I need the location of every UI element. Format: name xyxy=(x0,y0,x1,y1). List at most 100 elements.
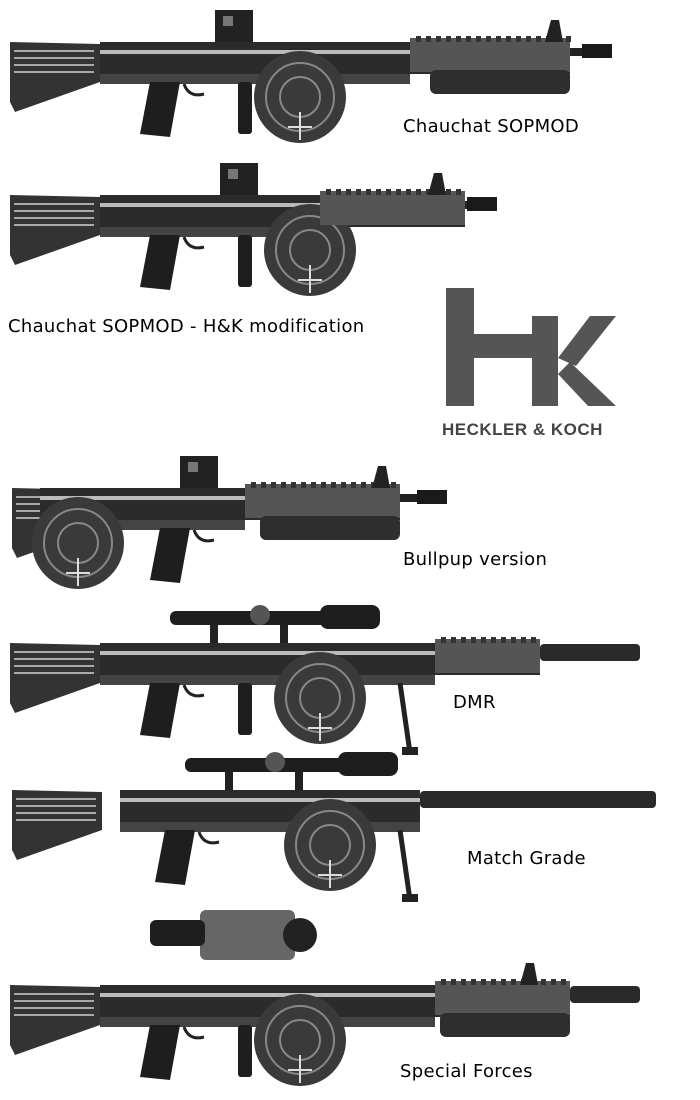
pistol-grip xyxy=(155,830,195,885)
stock-rib xyxy=(14,1000,94,1002)
receiver-highlight xyxy=(120,798,420,802)
drum-magazine xyxy=(284,799,376,891)
rifle-bullpup xyxy=(12,456,447,589)
trigger-guard xyxy=(192,529,215,543)
nv-objective xyxy=(283,918,317,952)
grenade-launcher xyxy=(430,70,570,94)
rail-tooth xyxy=(501,637,506,643)
holographic-sight xyxy=(215,10,253,42)
scope-objective xyxy=(338,752,398,776)
rail-tooth xyxy=(376,189,381,195)
stock-rib xyxy=(14,71,94,73)
rail-tooth xyxy=(536,36,541,42)
stock-rib xyxy=(14,658,94,660)
rail-tooth xyxy=(321,482,326,488)
suppressor xyxy=(570,986,640,1003)
front-sight xyxy=(428,173,446,195)
rail-tooth xyxy=(361,482,366,488)
drum-magazine xyxy=(32,497,124,589)
vertical-foregrip xyxy=(238,683,252,735)
rail-tooth xyxy=(486,36,491,42)
rail-tooth xyxy=(366,189,371,195)
pistol-grip xyxy=(150,528,190,583)
rail-tooth xyxy=(426,36,431,42)
muzzle-brake xyxy=(582,44,612,58)
trigger-guard xyxy=(197,831,220,845)
stock-rib xyxy=(14,217,94,219)
rail-tooth xyxy=(251,482,256,488)
vertical-foregrip xyxy=(238,235,252,287)
stock-rib xyxy=(14,993,94,995)
rail-tooth xyxy=(281,482,286,488)
rail-tooth xyxy=(491,637,496,643)
drum-magazine xyxy=(264,204,356,296)
rail-tooth xyxy=(436,36,441,42)
drum-magazine xyxy=(274,652,366,744)
trigger-guard xyxy=(182,83,205,97)
grenade-launcher xyxy=(260,516,400,540)
rail-tooth xyxy=(326,189,331,195)
sight-window xyxy=(223,16,233,26)
suppressor xyxy=(420,791,656,808)
rail-tooth xyxy=(566,36,571,42)
label-dmr: DMR xyxy=(453,692,496,713)
stock-rib xyxy=(16,805,96,807)
receiver-highlight xyxy=(100,203,465,207)
drum-magazine xyxy=(254,51,346,143)
rail-tooth xyxy=(311,482,316,488)
stock-rib xyxy=(14,665,94,667)
rail-tooth xyxy=(271,482,276,488)
suppressor xyxy=(540,644,640,661)
rail-tooth xyxy=(506,36,511,42)
stock-rib xyxy=(14,203,94,205)
stock-rib xyxy=(14,224,94,226)
handguard xyxy=(245,484,400,518)
rifle-sopmod xyxy=(10,10,612,143)
muzzle-brake xyxy=(467,197,497,211)
rail-tooth xyxy=(461,637,466,643)
stock xyxy=(10,985,100,1055)
rail-tooth xyxy=(551,979,556,985)
drum-cross xyxy=(318,874,342,876)
scope-objective xyxy=(320,605,380,629)
bipod-foot xyxy=(402,894,418,902)
logo-k-arm-upper xyxy=(558,316,616,366)
bipod-leg xyxy=(397,682,413,754)
trigger-guard xyxy=(182,1026,205,1040)
label-bullpup: Bullpup version xyxy=(403,549,548,570)
logo-h-bar xyxy=(474,334,550,358)
receiver-highlight xyxy=(100,993,570,997)
night-vision-scope xyxy=(200,910,295,960)
rail-tooth xyxy=(426,189,431,195)
lower-receiver xyxy=(40,520,245,530)
rail-tooth xyxy=(496,36,501,42)
rail-tooth xyxy=(336,189,341,195)
trigger-guard xyxy=(182,684,205,698)
logo-h-left xyxy=(446,288,474,406)
rail-tooth xyxy=(471,979,476,985)
rail-tooth xyxy=(481,637,486,643)
lower-receiver xyxy=(100,227,320,237)
vertical-foregrip xyxy=(238,1025,252,1077)
stock-rib xyxy=(14,1014,94,1016)
trigger-guard xyxy=(182,236,205,250)
rail-tooth xyxy=(561,979,566,985)
lower-receiver xyxy=(100,74,410,84)
bipod-foot xyxy=(402,747,418,755)
stock-rib xyxy=(14,1007,94,1009)
pistol-grip xyxy=(140,82,180,137)
drum-cross xyxy=(66,572,90,574)
stock-rib xyxy=(16,812,96,814)
rail-tooth xyxy=(541,979,546,985)
pistol-grip xyxy=(140,1025,180,1080)
front-sight xyxy=(372,466,390,488)
holographic-sight xyxy=(180,456,218,488)
scope-mount xyxy=(295,772,303,790)
pistol-grip xyxy=(140,683,180,738)
rail-tooth xyxy=(346,189,351,195)
rail-tooth xyxy=(351,482,356,488)
drum-magazine xyxy=(254,994,346,1086)
rail-tooth xyxy=(456,189,461,195)
rifle-special-forces xyxy=(10,910,640,1086)
rail-tooth xyxy=(416,189,421,195)
